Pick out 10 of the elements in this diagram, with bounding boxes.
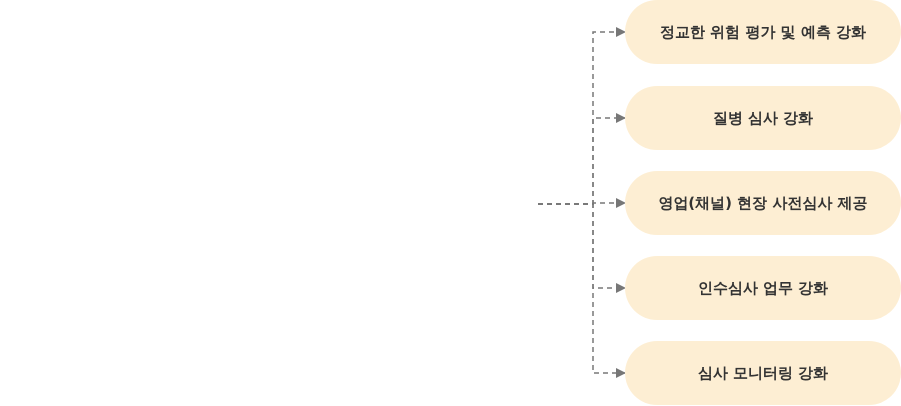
box-label: 영업(채널) 현장 사전심사 제공 [658, 194, 868, 212]
box-label: 인수심사 업무 강화 [698, 278, 828, 298]
box-label: 질병 심사 강화 [712, 108, 814, 128]
box-label: 정교한 위험 평가 및 예측 강화 [660, 22, 866, 42]
rounded-box [625, 256, 901, 320]
rounded-box [625, 171, 901, 235]
rounded-box [625, 0, 901, 64]
rounded-box [625, 86, 901, 150]
box-label: 심사 모니터링 강화 [698, 364, 828, 382]
rounded-box [625, 341, 901, 405]
